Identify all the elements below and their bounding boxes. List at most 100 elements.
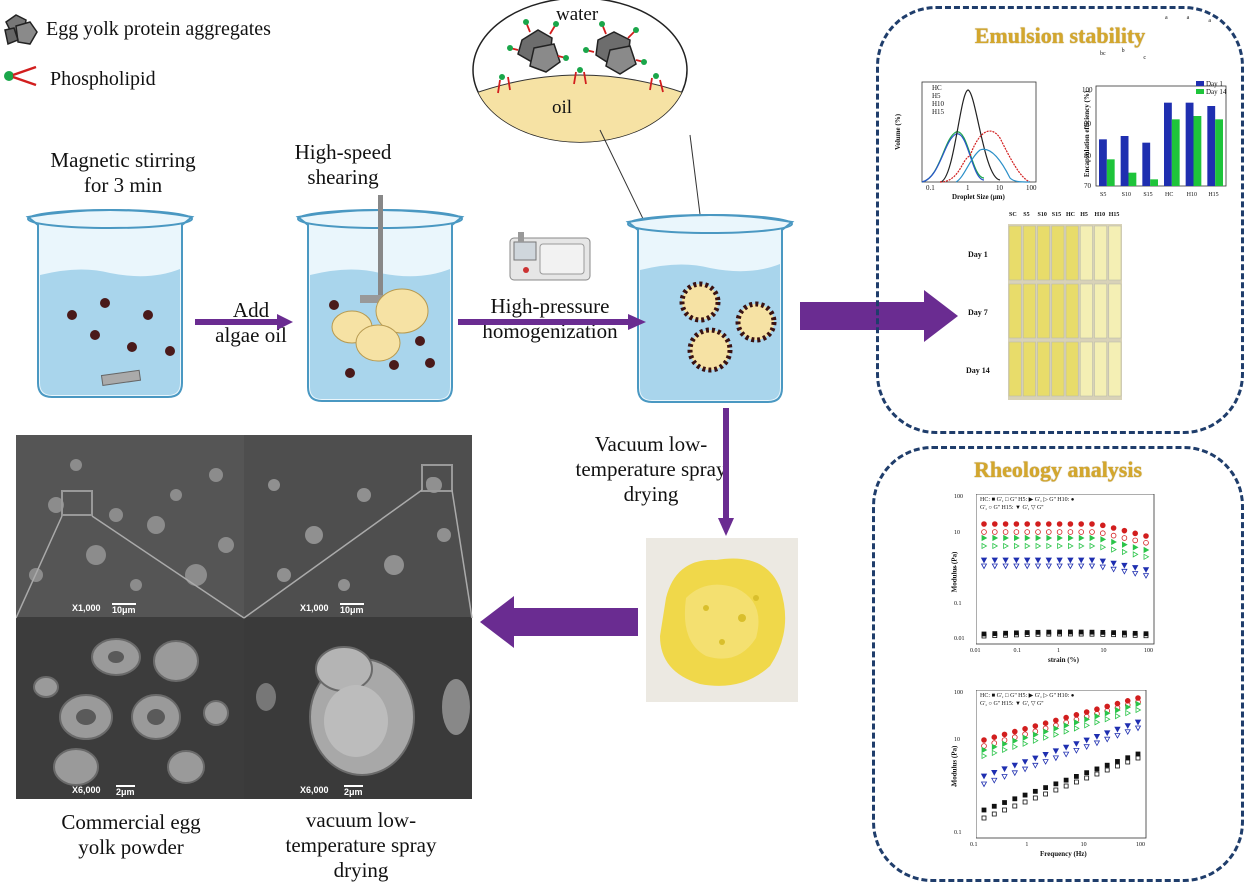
freq-xlabel: Frequency (Hz): [1040, 850, 1087, 858]
stirring-label: Magnetic stirring for 3 min: [28, 148, 218, 198]
rheology-data-point: [991, 521, 998, 527]
spray-line-1: Vacuum low-: [594, 432, 708, 456]
x-tick-label: 100: [1144, 648, 1153, 654]
rheology-data-point: [1088, 563, 1096, 570]
rheology-data-point: [1078, 542, 1085, 550]
rheology-data-point: [1035, 521, 1041, 527]
rheology-data-point: [1034, 563, 1042, 570]
zoom-water-label: water: [556, 4, 599, 25]
rheology-data-point: [1094, 766, 1100, 772]
emulsion-tube: [1051, 341, 1065, 397]
rheology-data-point: [1063, 722, 1070, 729]
arrow-homogenization: [458, 314, 646, 330]
rheology-data-point: [1100, 544, 1107, 551]
ee-bar-day14: [1128, 172, 1137, 186]
add-oil-line-1: Add: [232, 298, 270, 322]
ee-ytick-2: 90: [1084, 120, 1091, 128]
rheology-data-point: [1143, 553, 1150, 560]
strain-sweep-chart: [976, 494, 1155, 645]
psd-legend-h10: H10: [932, 100, 945, 108]
rheology-data-point: [1093, 734, 1101, 740]
rheology-data-point: [1125, 703, 1132, 711]
emulsion-tube: [1094, 283, 1108, 339]
arrow-to-sem: [480, 596, 638, 648]
rheology-data-point: [1002, 521, 1009, 527]
rheology-data-point: [1132, 537, 1139, 544]
y-tick-label: 10: [954, 736, 960, 743]
rheology-data-point: [1088, 557, 1096, 564]
rheology-data-point: [1121, 562, 1128, 569]
sem-scale-label: 2μm: [116, 785, 135, 797]
rheology-data-point: [1024, 557, 1031, 564]
ee-legend-day14-swatch: [1196, 89, 1204, 94]
ee-category-label: HC: [1165, 192, 1174, 198]
rheology-data-point: [1078, 631, 1084, 637]
legend: Egg yolk protein aggregates Phospholipid: [0, 8, 340, 90]
ee-bar-day1: [1164, 102, 1172, 186]
strain-xlabel: strain (%): [1048, 656, 1079, 664]
rheology-data-point: [1052, 748, 1060, 755]
ee-category-label: H10: [1186, 192, 1197, 198]
rheology-data-point: [1132, 530, 1139, 537]
rheology-data-point: [1114, 733, 1121, 739]
rheology-data-point: [1062, 751, 1070, 758]
rheology-data-point: [1078, 529, 1084, 535]
ee-bar-day14: [1106, 159, 1115, 186]
x-tick-label: 1: [1025, 842, 1029, 848]
ee-category-label: S5: [1100, 192, 1107, 198]
sem-mag-label: X1,000: [72, 603, 101, 613]
rheology-data-point: [1022, 725, 1028, 732]
rheology-data-point: [1053, 787, 1059, 793]
rheology-data-point: [1115, 706, 1121, 714]
rheology-data-point: [1024, 529, 1030, 535]
rheology-data-point: [1035, 542, 1042, 550]
ee-legend-day1: Day 1: [1206, 80, 1223, 88]
rheology-data-point: [981, 746, 988, 754]
rheology-data-point: [981, 815, 987, 821]
rheology-data-point: [1084, 722, 1090, 729]
rheology-data-point: [1042, 752, 1049, 758]
emulsion-tube: [1022, 225, 1036, 281]
vacuum-line-3: drying: [333, 858, 389, 882]
rheology-data-point: [1024, 542, 1031, 550]
rheology-data-point: [1002, 740, 1008, 748]
tube-label: H5: [1080, 212, 1088, 218]
y-tick-label: 0.1: [954, 600, 962, 607]
shearing-label: High-speed shearing: [268, 140, 418, 190]
stirring-line-1: Magnetic stirring: [50, 148, 196, 172]
emulsion-tube: [1108, 341, 1122, 397]
ee-bar-day1: [1185, 102, 1194, 186]
rheology-data-point: [1021, 759, 1029, 765]
commercial-line-1: Commercial egg: [61, 810, 201, 834]
shearing-line-2: shearing: [307, 165, 379, 189]
rheology-data-point: [1056, 557, 1063, 564]
rheology-data-point: [1104, 762, 1110, 768]
ee-ylabel: Encapsulation efficiency (%): [1083, 90, 1092, 178]
x-tick-label: 100: [1136, 842, 1145, 848]
rheology-data-point: [1110, 566, 1117, 573]
ee-category-label: S15: [1143, 192, 1153, 198]
rheology-data-point: [1011, 762, 1018, 769]
rheology-data-point: [1078, 563, 1085, 570]
beaker-homogenized: [625, 214, 795, 403]
rheology-data-point: [1111, 538, 1117, 546]
rheology-data-point: [1063, 728, 1070, 735]
rheology-data-point: [1110, 532, 1117, 539]
sem-zoom-connectors: [16, 489, 473, 619]
rheology-data-point: [1012, 796, 1018, 802]
rheology-data-point: [991, 734, 998, 740]
rheology-data-point: [1013, 521, 1020, 527]
rheology-data-point: [981, 752, 988, 760]
rheology-data-point: [1024, 632, 1030, 637]
rheology-data-point: [991, 557, 998, 564]
beaker-stirring: [25, 209, 195, 398]
rheology-data-point: [1135, 706, 1142, 714]
rheology-analysis-title: Rheology analysis: [973, 457, 1143, 482]
ee-bar-day14: [1193, 116, 1202, 186]
rheology-data-point: [1084, 770, 1090, 776]
rheology-data-point: [981, 521, 987, 527]
rheology-data-point: [1074, 725, 1080, 732]
rheology-data-point: [1053, 781, 1059, 787]
rheology-data-point: [1089, 521, 1095, 527]
